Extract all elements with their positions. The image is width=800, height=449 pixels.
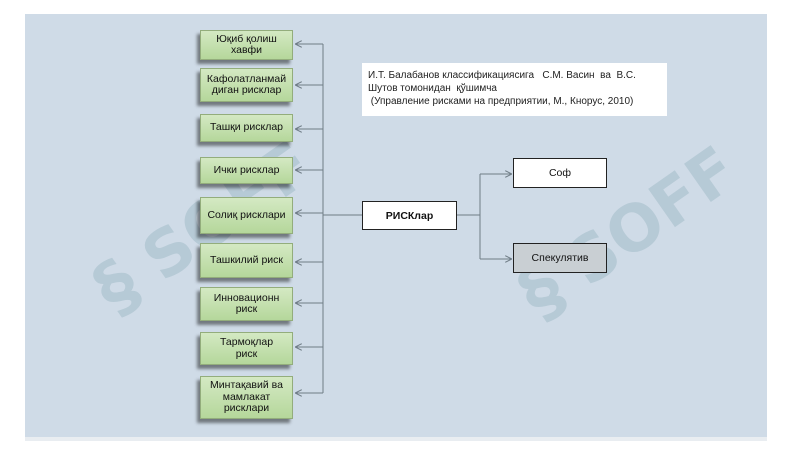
slide-bottom-strip: [25, 437, 767, 441]
left-node-8: Тармоқлар риск: [200, 332, 293, 365]
source-note-line-1: И.Т. Балабанов классификациясига С.М. Ва…: [368, 70, 636, 81]
right-node-speculative: Спекулятив: [513, 243, 607, 273]
left-node-5: Солиқ рисклари: [200, 197, 293, 234]
left-node-1: Юқиб қолиш хавфи: [200, 30, 293, 60]
left-node-9: Минтақавий ва мамлакат рисклари: [200, 376, 293, 419]
center-node: РИСКлар: [362, 201, 457, 230]
source-note-line-3: (Управление рисками на предприятии, М., …: [368, 96, 634, 107]
left-node-6: Ташкилий риск: [200, 243, 293, 278]
left-node-3: Ташқи рисклар: [200, 114, 293, 142]
left-node-2: Кафолатланмай диган рисклар: [200, 68, 293, 102]
right-node-pure: Соф: [513, 158, 607, 188]
source-note: И.Т. Балабанов классификациясига С.М. Ва…: [362, 63, 667, 116]
left-node-7: Инновационн риск: [200, 287, 293, 321]
source-note-line-2: Шутов томонидан қўшимча: [368, 83, 497, 94]
left-node-4: Ички рисклар: [200, 157, 293, 184]
